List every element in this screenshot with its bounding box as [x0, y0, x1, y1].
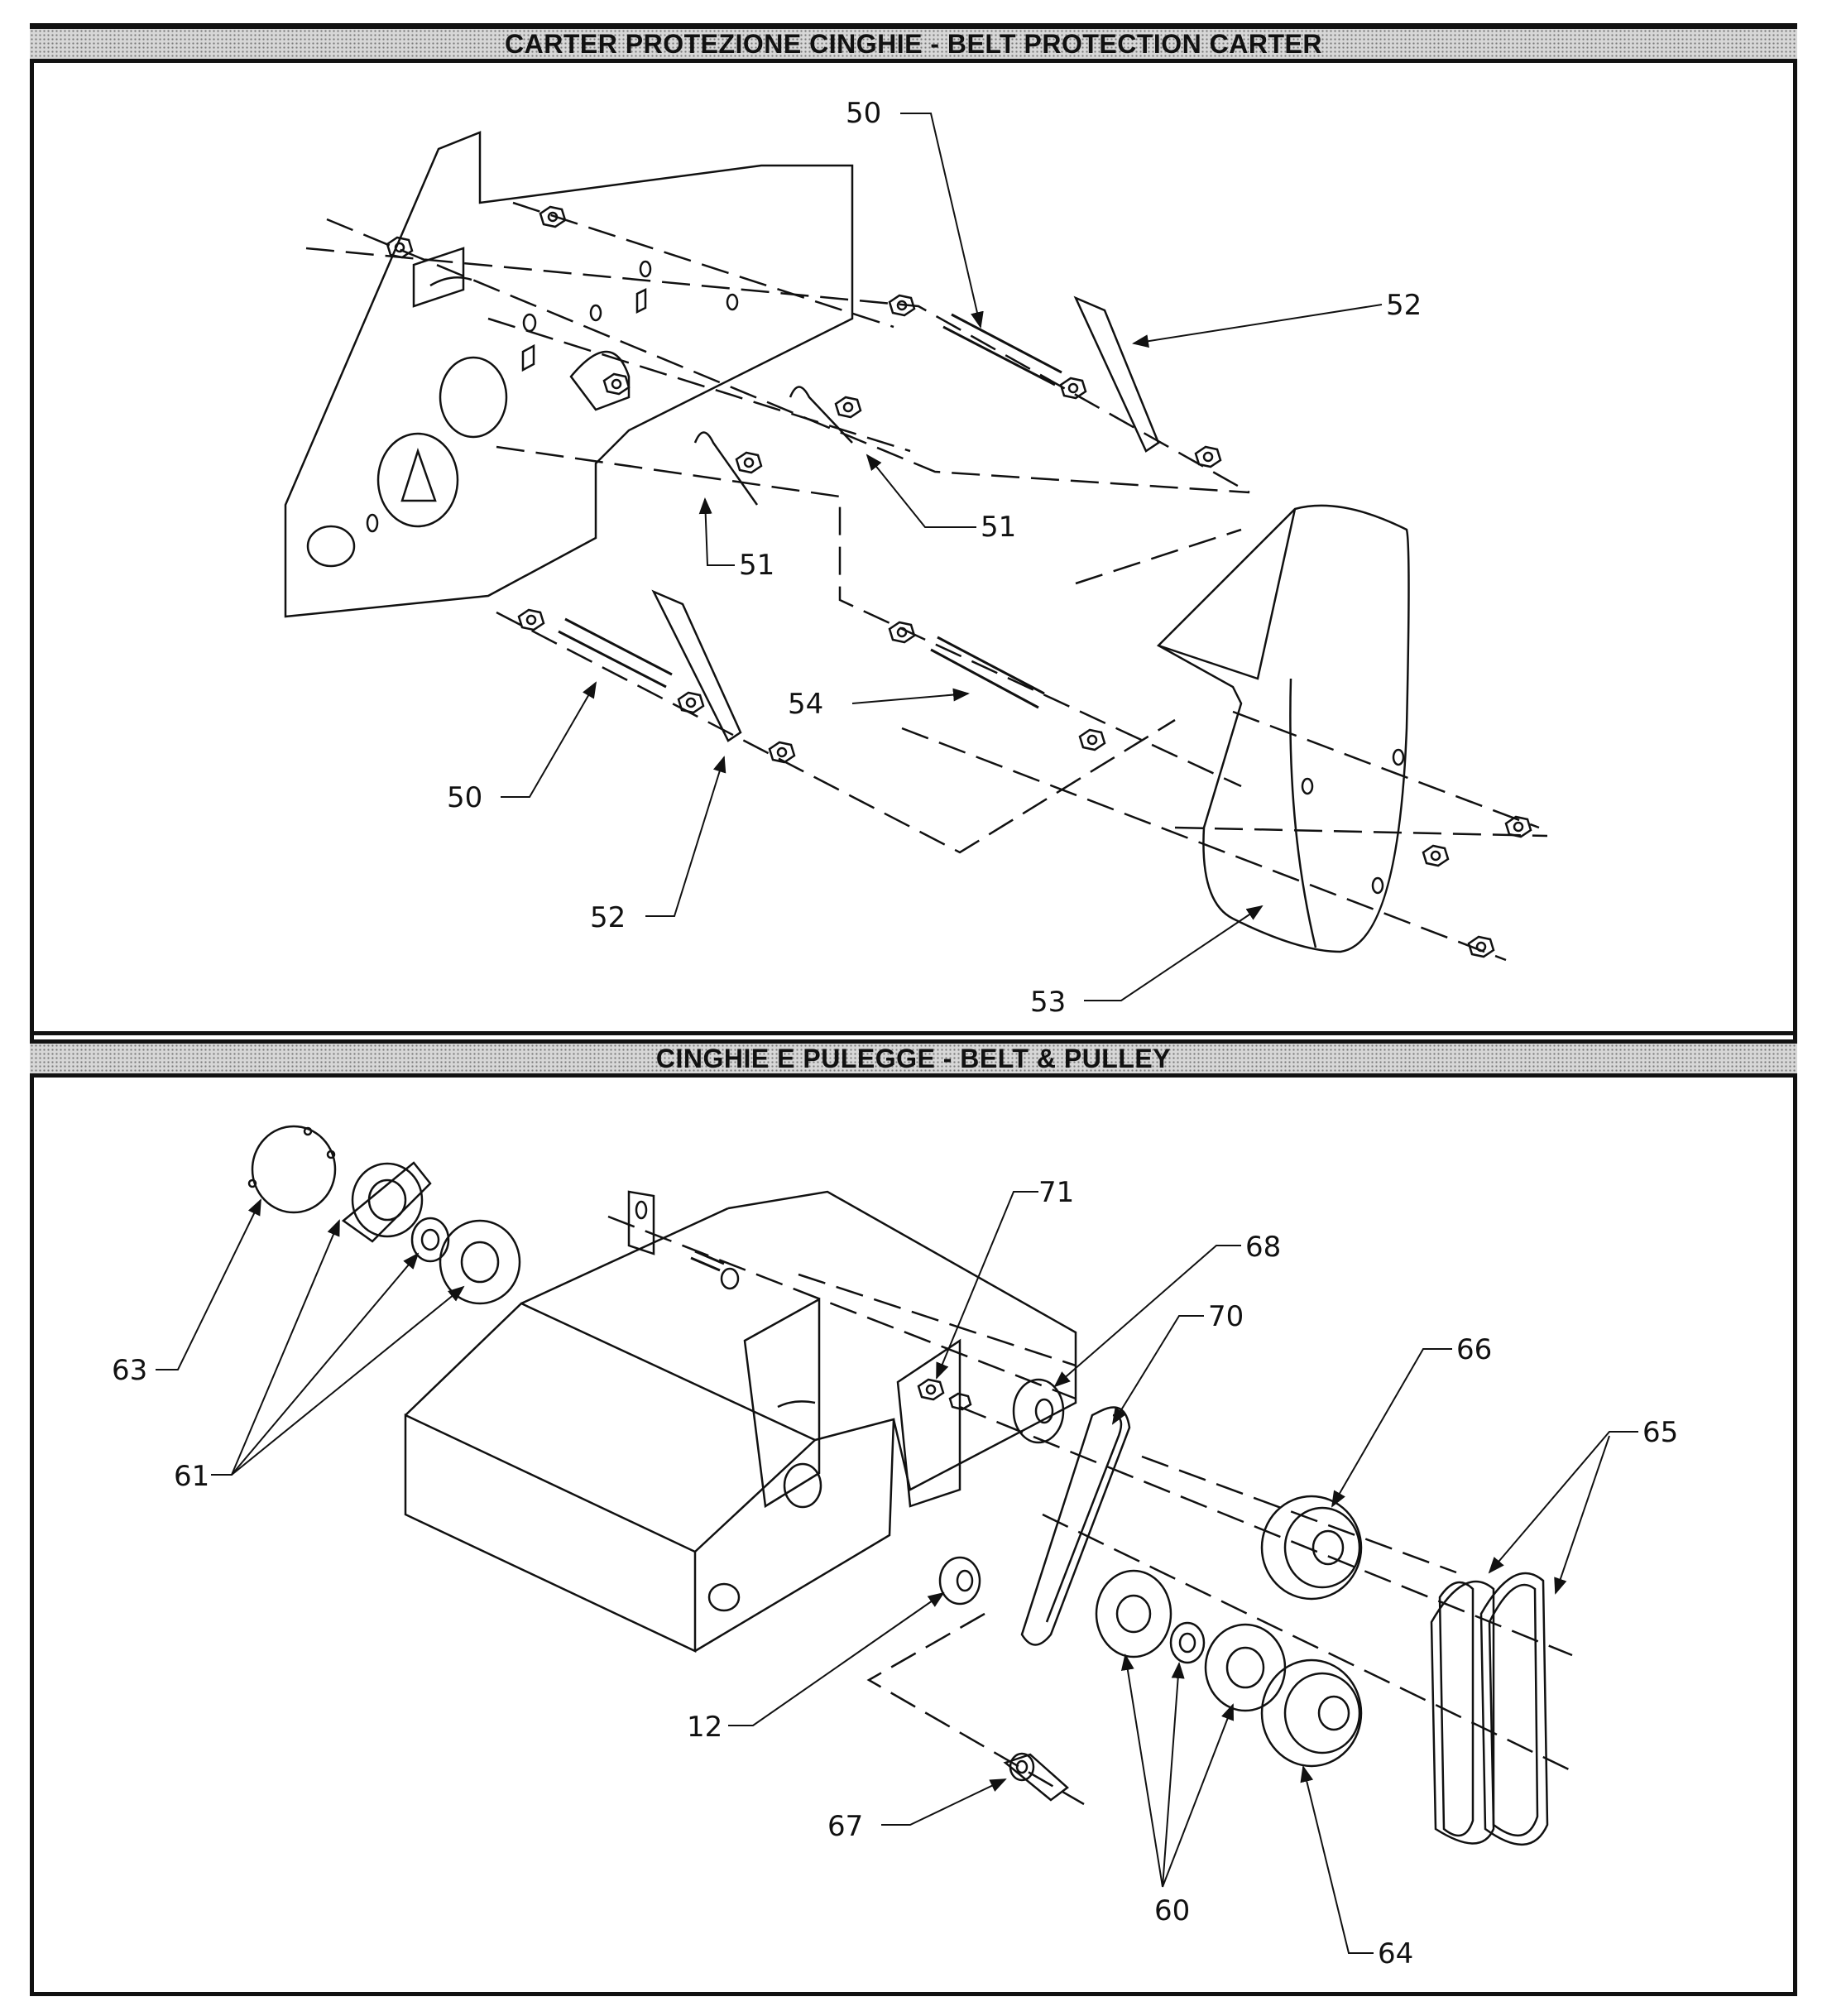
section-title-belt-pulley: CINGHIE E PULEGGE - BELT & PULLEY — [30, 1039, 1797, 1078]
callout-67: 67 — [827, 1810, 863, 1843]
belt-pulley-drawing — [156, 1125, 1638, 1954]
callouts-top: 50 52 51 51 54 50 52 53 — [447, 97, 1422, 1019]
hex-nut — [386, 205, 1532, 958]
callout-64: 64 — [1378, 1937, 1413, 1970]
threaded-rod — [558, 313, 1062, 709]
callout-51: 51 — [981, 511, 1016, 544]
gearbox-housing — [404, 1190, 1077, 1653]
belt-protection-drawing — [284, 113, 1548, 1001]
bearing-flange — [1095, 1569, 1287, 1712]
hex-nut — [690, 1250, 972, 1411]
callout-52: 52 — [1386, 289, 1422, 322]
callout-66: 66 — [1456, 1333, 1492, 1366]
pulley — [938, 1378, 1065, 1606]
callout-50: 50 — [846, 97, 881, 130]
belt-cover — [1156, 504, 1410, 953]
callout-65: 65 — [1642, 1416, 1678, 1449]
callout-12: 12 — [687, 1711, 722, 1744]
callout-71: 71 — [1038, 1176, 1074, 1209]
callout-68: 68 — [1245, 1231, 1281, 1264]
cover-plate — [247, 1125, 337, 1214]
section-title-belt-protection: CARTER PROTEZIONE CINGHIE - BELT PROTECT… — [30, 25, 1797, 63]
callout-51: 51 — [739, 549, 774, 582]
leader-lines — [156, 1191, 1638, 1954]
callout-54: 54 — [788, 688, 823, 721]
callout-70: 70 — [1208, 1300, 1244, 1333]
bracket-arm — [651, 295, 1160, 742]
section-divider — [30, 1031, 1797, 1035]
leader-lines — [501, 113, 1383, 1001]
callout-53: 53 — [1030, 986, 1066, 1019]
callout-50: 50 — [447, 781, 482, 814]
callout-61: 61 — [174, 1460, 209, 1493]
callout-60: 60 — [1154, 1894, 1190, 1927]
v-belt — [1430, 1572, 1549, 1846]
bearing-flange — [341, 1161, 521, 1305]
section-title-text: CARTER PROTEZIONE CINGHIE - BELT PROTECT… — [505, 29, 1322, 59]
callout-63: 63 — [112, 1354, 147, 1387]
centerlines — [305, 201, 1548, 962]
section-title-text: CINGHIE E PULEGGE - BELT & PULLEY — [655, 1044, 1172, 1073]
frame-plate — [284, 131, 854, 618]
callouts-bottom: 71 68 70 66 65 63 61 12 67 60 64 — [112, 1176, 1678, 1970]
double-pulley — [1260, 1495, 1363, 1768]
plate-hole — [439, 356, 508, 439]
callout-52: 52 — [590, 901, 626, 934]
spring-pin — [693, 386, 853, 506]
tensioner-bracket — [1003, 1752, 1069, 1802]
